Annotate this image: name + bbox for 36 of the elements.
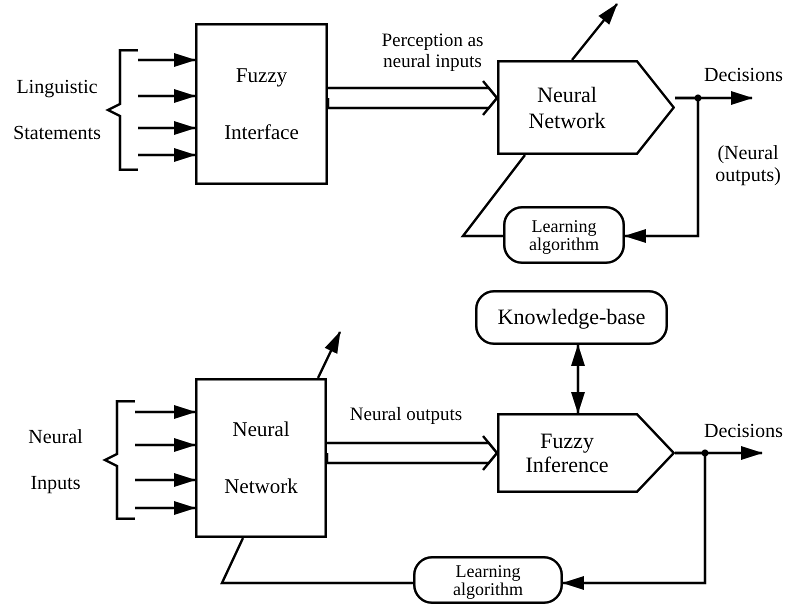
node-label: Learning algorithm — [528, 217, 600, 253]
node-label: Linguistic Statements — [12, 75, 102, 146]
node-label: Fuzzy Inference — [524, 428, 610, 478]
arrow — [624, 96, 700, 243]
text-label: (Neural outputs) — [714, 142, 782, 186]
pentagon-block — [497, 60, 675, 155]
node-label: Knowledge-base — [496, 305, 646, 330]
rounded-box — [475, 290, 668, 345]
node-label: Learning algorithm — [452, 562, 524, 598]
connector-line — [460, 154, 526, 238]
arrow — [138, 89, 196, 103]
double-line-arrow — [326, 80, 499, 116]
arrow — [316, 331, 342, 379]
node-label: Neural Network — [223, 416, 299, 500]
arrow — [135, 473, 196, 487]
node-label: Fuzzy Interface — [223, 62, 300, 146]
node-label: Decisions — [704, 420, 780, 442]
arrow — [138, 121, 196, 135]
rounded-box — [413, 556, 563, 604]
double-line-arrow — [326, 434, 499, 472]
arrow — [135, 501, 196, 515]
arrow — [135, 405, 196, 419]
rounded-box — [503, 206, 625, 264]
pentagon-block — [497, 413, 675, 493]
node-label: Neural Inputs — [27, 425, 84, 496]
arrow — [135, 438, 196, 452]
arrow — [571, 344, 585, 414]
arrow — [138, 148, 196, 162]
process-block — [195, 23, 328, 185]
arrow — [562, 452, 706, 590]
node-label: Decisions — [704, 64, 780, 86]
node-label: Neural Network — [528, 82, 606, 133]
process-block — [195, 378, 327, 538]
connector-line — [220, 537, 413, 584]
arrow — [571, 3, 618, 61]
arrow — [138, 53, 196, 67]
